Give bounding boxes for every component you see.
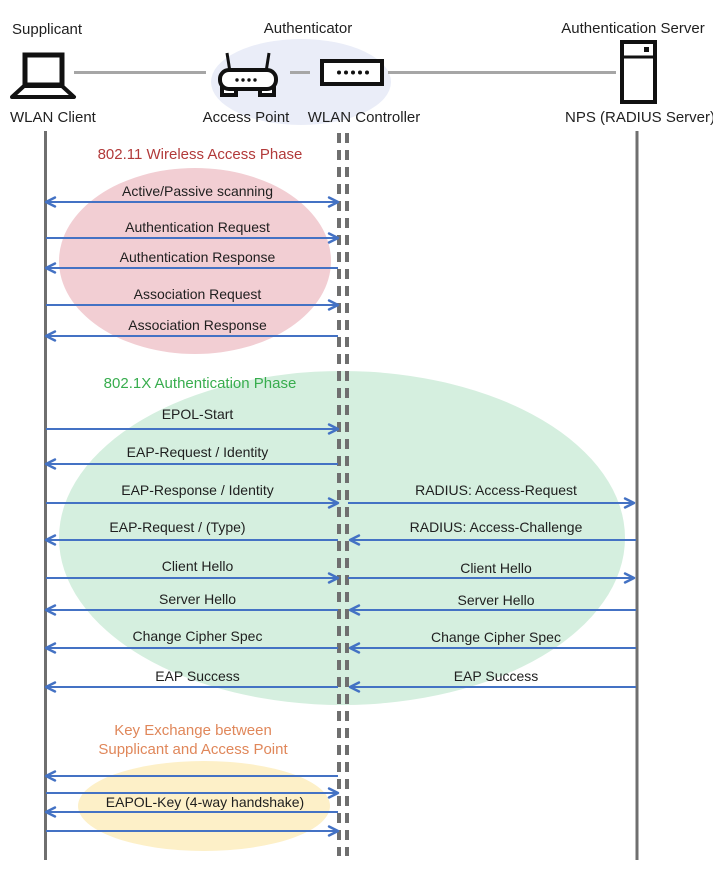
message-label-eap-request-identity: EAP-Request / Identity [126,444,269,460]
message-label-authentication-request: Authentication Request [125,219,270,235]
access-point-icon [218,52,278,97]
role-authentication-server-label: Authentication Server [561,20,705,37]
message-label-server-hello-right: Server Hello [457,592,535,608]
message-label-eap-request-type: EAP-Request / (Type) [109,519,246,535]
message-label-association-response: Association Response [128,317,267,333]
message-arrows [44,196,636,837]
message-label-eap-success-left: EAP Success [155,668,240,684]
role-supplicant-label: Supplicant [12,21,83,38]
message-label-client-hello-right: Client Hello [460,560,532,576]
phase3-title-line1: Key Exchange between [114,722,272,739]
phase1-ellipse [59,168,331,354]
message-label-eap-success-right: EAP Success [453,668,539,684]
phase2-title: 802.1X Authentication Phase [103,375,297,392]
message-label-radius-access-request: RADIUS: Access-Request [415,482,577,498]
phase3-title-line2: Supplicant and Access Point [98,741,288,758]
message-label-server-hello-left: Server Hello [158,591,237,607]
message-label-active-passive-scanning: Active/Passive scanning [122,183,273,199]
message-label-eap-response-identity: EAP-Response / Identity [121,482,274,498]
message-label-change-cipher-spec-right: Change Cipher Spec [431,629,561,645]
message-label-authentication-response: Authentication Response [119,249,276,265]
actor-nps-label: NPS (RADIUS Server) [564,109,713,126]
laptop-icon [10,52,76,99]
message-label-epol-start: EPOL-Start [161,406,234,422]
message-label-association-request: Association Request [133,286,262,302]
phase3-title: Key Exchange between Supplicant and Acce… [60,721,326,759]
message-label-eapol-key-handshake: EAPOL-Key (4-way handshake) [105,794,305,810]
message-label-client-hello-left: Client Hello [161,558,234,574]
actor-access-point-label: Access Point [202,109,290,126]
role-authenticator-label: Authenticator [263,20,353,37]
actor-wlan-controller-label: WLAN Controller [307,109,421,126]
phase2-ellipse [59,371,625,705]
actor-wlan-client-label: WLAN Client [10,109,96,126]
phase1-title: 802.11 Wireless Access Phase [97,146,303,163]
phase3-ellipse [78,761,330,851]
wlan-controller-icon [320,59,384,86]
message-label-change-cipher-spec-left: Change Cipher Spec [132,628,263,644]
server-icon [620,40,657,104]
message-label-radius-access-challenge: RADIUS: Access-Challenge [409,519,583,535]
wlan-controller-lifeline [337,133,349,856]
